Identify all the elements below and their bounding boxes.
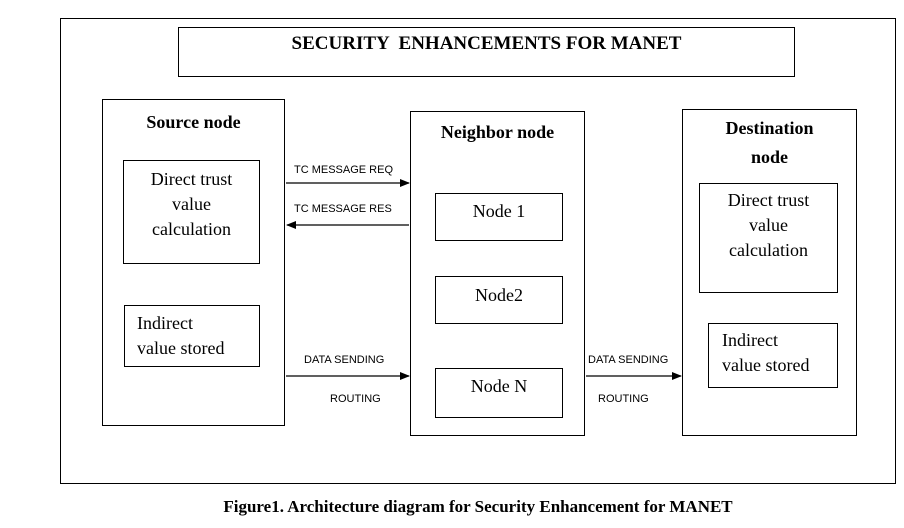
routing-label-2: ROUTING — [598, 393, 649, 405]
neighbor-node-1-box: Node 1 — [435, 193, 563, 241]
tc-message-req-label: TC MESSAGE REQ — [294, 164, 394, 176]
source-direct-trust-line-2: value — [172, 194, 211, 214]
neighbor-node-n-box: Node N — [435, 368, 563, 418]
destination-indirect-line-2: value stored — [722, 355, 810, 375]
destination-direct-trust-line-2: value — [749, 215, 788, 235]
destination-indirect-box: Indirect value stored — [708, 323, 838, 388]
diagram-title: SECURITY ENHANCEMENTS FOR MANET — [178, 27, 795, 77]
destination-node-heading: Destination node — [682, 114, 857, 172]
neighbor-node-2-box: Node2 — [435, 276, 563, 324]
data-sending-label-1: DATA SENDING — [304, 354, 385, 366]
destination-indirect-line-1: Indirect — [722, 330, 778, 350]
destination-direct-trust-line-3: calculation — [729, 240, 808, 260]
figure-caption: Figure1. Architecture diagram for Securi… — [223, 497, 733, 516]
destination-heading-line-2: node — [750, 147, 788, 167]
source-direct-trust-box: Direct trust value calculation — [123, 160, 260, 264]
destination-direct-trust-line-1: Direct trust — [727, 190, 810, 210]
source-indirect-line-2: value stored — [137, 338, 225, 358]
source-indirect-box: Indirect value stored — [124, 305, 260, 367]
source-direct-trust-line-3: calculation — [152, 219, 231, 239]
source-node-heading: Source node — [146, 112, 241, 132]
source-indirect-line-1: Indirect — [137, 313, 193, 333]
data-sending-label-2: DATA SENDING — [588, 354, 669, 366]
neighbor-node-heading: Neighbor node — [440, 122, 555, 142]
source-direct-trust-line-1: Direct trust — [150, 169, 233, 189]
destination-direct-trust-box: Direct trust value calculation — [699, 183, 838, 293]
destination-heading-line-1: Destination — [725, 118, 814, 138]
routing-label-1: ROUTING — [330, 393, 381, 405]
tc-message-res-label: TC MESSAGE RES — [294, 203, 392, 215]
